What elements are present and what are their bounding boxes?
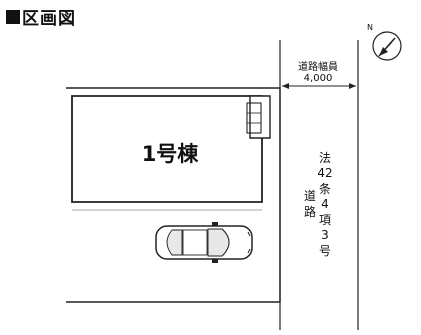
title-text: 区画図	[22, 9, 76, 29]
diagram-title: 区画図	[6, 4, 76, 29]
road-label-char-1: 法	[319, 151, 331, 165]
compass-icon	[372, 31, 402, 61]
compass-label: N	[367, 23, 373, 32]
building-notch	[249, 95, 271, 139]
road-width-dimension	[282, 83, 356, 89]
building-footprint	[71, 95, 263, 203]
title-square-icon	[6, 9, 20, 24]
road-label-char-6: 3	[321, 228, 329, 242]
road-width-value: 4,000	[304, 73, 333, 84]
road-label-col2: 道 路	[304, 189, 316, 219]
road-label-char-9: 路	[304, 204, 316, 219]
building-label: 1号棟	[142, 142, 200, 166]
road-width-label: 道路幅員	[298, 60, 338, 73]
road-label-char-2: 42	[317, 166, 332, 180]
car-icon	[155, 222, 253, 263]
road-label-col1: 法 42 条 4 項 3 号	[317, 151, 332, 258]
road-label-char-8: 道	[304, 189, 316, 203]
road-label-char-3: 条	[319, 182, 331, 196]
entrance-box	[246, 102, 262, 134]
road-label-char-4: 4	[321, 197, 329, 211]
road-label-char-5: 項	[319, 213, 331, 227]
road-label-char-7: 号	[319, 244, 331, 258]
